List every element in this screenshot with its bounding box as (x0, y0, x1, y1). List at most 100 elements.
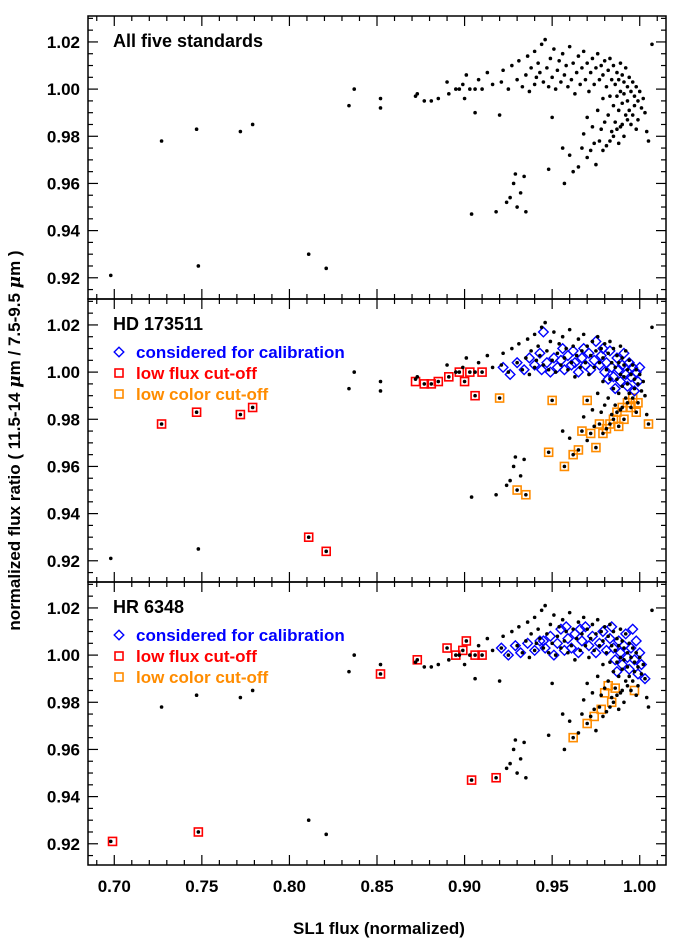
data-point (601, 73, 605, 77)
considered-marker (590, 646, 602, 659)
data-point (518, 757, 523, 761)
data-point (622, 658, 626, 662)
panel-3 (107, 603, 654, 847)
data-point (473, 87, 477, 91)
data-point (594, 162, 598, 167)
data-point (611, 346, 616, 351)
data-point (238, 695, 243, 700)
considered-marker (521, 637, 534, 650)
data-point (415, 658, 420, 662)
data-point (597, 705, 602, 709)
low-flux-marker (477, 367, 487, 377)
data-point (527, 655, 532, 660)
data-point (630, 80, 635, 84)
data-point (606, 68, 610, 73)
data-point (583, 77, 588, 82)
data-point (595, 391, 600, 396)
considered-marker (534, 347, 546, 360)
data-point (457, 370, 462, 374)
data-point (567, 719, 572, 723)
x-tick-label: 1.00 (623, 877, 656, 896)
data-point (646, 422, 651, 426)
data-point (585, 398, 589, 403)
data-point (473, 370, 477, 374)
data-point (636, 99, 640, 103)
data-point (594, 728, 598, 733)
data-point (634, 127, 639, 131)
data-point (550, 115, 554, 120)
data-point (580, 632, 584, 636)
data-point (494, 775, 498, 780)
data-point (525, 620, 530, 624)
considered-marker (511, 356, 523, 369)
data-point (625, 683, 630, 688)
data-point (602, 403, 607, 407)
data-point (324, 832, 329, 837)
data-point (588, 431, 593, 436)
data-point (620, 639, 625, 643)
data-point (497, 679, 502, 683)
low-flux-marker (247, 402, 258, 413)
data-point (620, 384, 625, 389)
data-point (601, 639, 605, 643)
low-flux-marker (466, 775, 477, 785)
data-point (622, 375, 626, 379)
data-point (454, 87, 458, 91)
considered-marker (621, 380, 634, 393)
data-point (445, 363, 449, 367)
data-point (616, 77, 621, 82)
data-point (447, 658, 451, 662)
data-point (515, 771, 519, 775)
data-point (436, 96, 441, 101)
data-point (615, 70, 619, 75)
data-point (513, 738, 518, 742)
data-point (567, 436, 572, 440)
considered-marker (572, 366, 585, 378)
data-point (461, 365, 465, 370)
low-color-marker (568, 732, 578, 743)
data-point (599, 63, 603, 68)
data-point (532, 615, 537, 620)
data-point (494, 492, 498, 497)
low-flux-marker (419, 379, 430, 389)
y-tick-label: 1.02 (47, 599, 80, 618)
data-point (566, 84, 570, 89)
data-point (574, 636, 579, 641)
data-point (571, 452, 575, 457)
data-point (553, 370, 558, 374)
data-point (520, 367, 525, 372)
low-flux-marker (235, 409, 246, 420)
low-flux-marker (444, 372, 454, 382)
considered-marker (628, 385, 641, 397)
data-point (485, 70, 490, 75)
data-point (594, 445, 598, 450)
data-point (347, 669, 351, 674)
data-point (623, 113, 628, 117)
y-axis-label-part: m ) (5, 250, 24, 276)
data-point (546, 167, 551, 172)
data-point (627, 674, 632, 679)
data-point (622, 80, 626, 84)
data-point (595, 617, 600, 622)
data-point (595, 108, 600, 113)
data-point (625, 382, 630, 386)
data-point (524, 775, 528, 780)
data-point (615, 693, 619, 697)
data-point (462, 379, 467, 384)
low-flux-marker (426, 379, 437, 389)
data-point (545, 632, 549, 636)
data-point (643, 110, 647, 115)
data-point (627, 391, 632, 396)
data-point (490, 648, 495, 653)
data-point (622, 92, 626, 96)
data-point (611, 700, 616, 705)
data-point (524, 356, 528, 360)
panel-frame (87, 298, 667, 583)
y-tick-label: 0.98 (47, 693, 80, 712)
data-point (618, 344, 623, 348)
data-point (627, 108, 632, 113)
considered-marker (625, 642, 637, 654)
data-point (524, 73, 528, 77)
data-point (599, 629, 603, 634)
data-point (473, 676, 477, 681)
